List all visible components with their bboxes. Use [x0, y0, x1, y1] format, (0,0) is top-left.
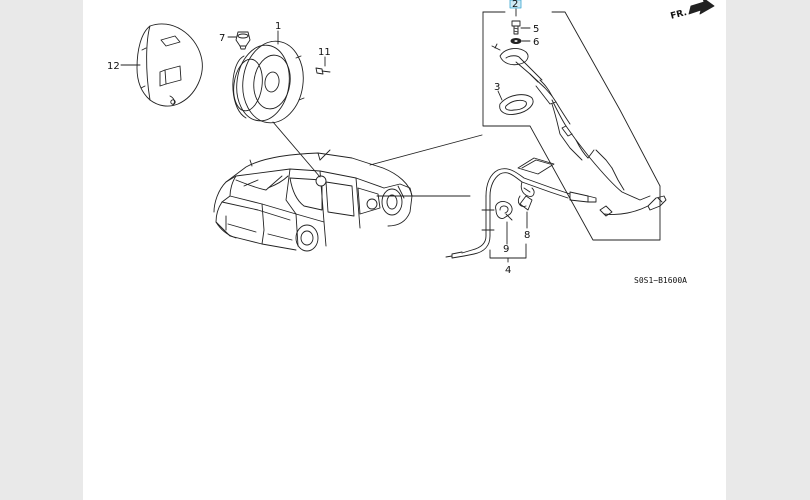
callout-12: 12 — [107, 61, 120, 72]
callout-6: 6 — [533, 37, 539, 48]
leader-car-to-antenna — [369, 134, 483, 166]
direction-label: FR. — [670, 8, 689, 22]
screw-part — [315, 67, 331, 75]
washer-part — [510, 37, 522, 45]
clip-8-part — [517, 181, 535, 211]
bolt-part — [511, 20, 521, 35]
callout-9: 9 — [503, 244, 509, 255]
antenna-base-part — [491, 43, 557, 105]
right-margin — [726, 0, 810, 500]
leader-3 — [497, 90, 503, 101]
antenna-assembly-frame — [482, 11, 661, 241]
antenna-cable — [551, 99, 667, 217]
callout-2-highlight — [509, 0, 522, 9]
figure-code: S0S1−B1600A — [634, 276, 687, 285]
clip-9-part — [495, 201, 513, 221]
front-direction-arrow-icon — [688, 0, 715, 15]
callout-11: 11 — [318, 47, 331, 58]
car-body — [213, 149, 413, 252]
diagram-paper — [83, 0, 726, 500]
gasket-part — [499, 94, 534, 115]
callout-4: 4 — [505, 265, 511, 276]
callout-3: 3 — [494, 82, 500, 93]
speaker-cover-part — [136, 23, 203, 107]
callout-1: 1 — [275, 21, 281, 32]
callout-2: 2 — [512, 0, 518, 10]
left-margin — [0, 0, 83, 500]
callout-7: 7 — [219, 33, 225, 44]
callout-5: 5 — [533, 24, 539, 35]
callout-8: 8 — [524, 230, 530, 241]
feeder-pad-part — [517, 157, 555, 175]
feeder-cable — [445, 168, 597, 259]
grommet-part — [235, 31, 251, 50]
leader-speaker-to-car — [272, 121, 321, 178]
speaker-part — [232, 40, 305, 124]
